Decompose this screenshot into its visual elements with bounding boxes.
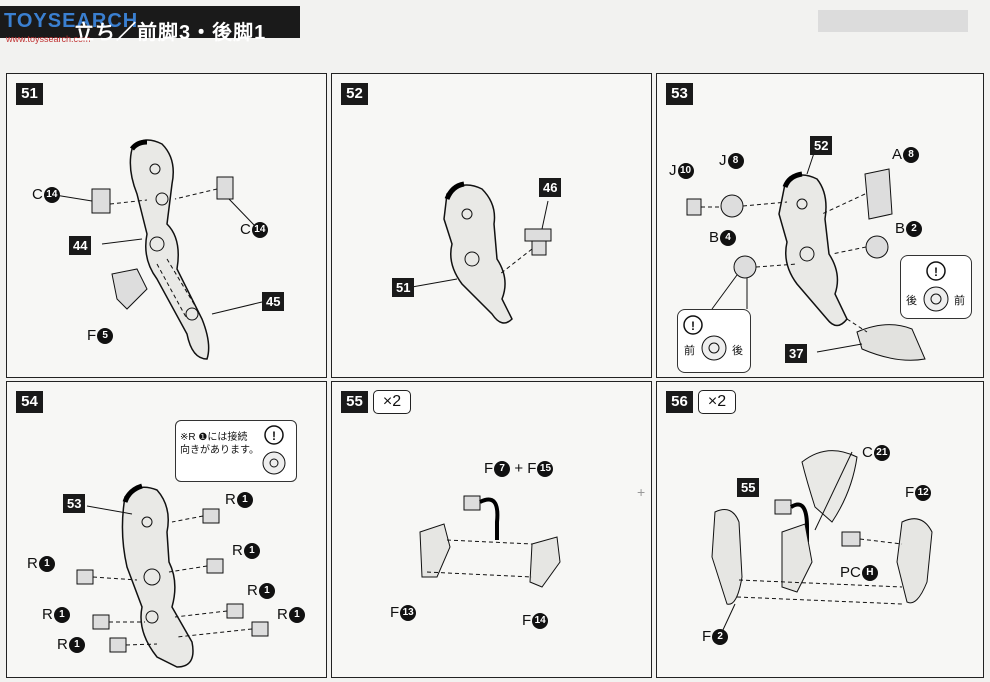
step-ref-52: 52 — [810, 136, 833, 155]
step-number: 54 — [16, 391, 43, 413]
svg-text:!: ! — [934, 265, 938, 279]
part-assembly-drawing — [711, 450, 933, 633]
step-number: 52 — [341, 83, 368, 105]
step-ref-46: 46 — [539, 178, 562, 197]
page-header: TOYSEARCH www.toyssearch.com 立ち／前脚3・後脚1 — [0, 0, 990, 44]
step-ref-45: 45 — [262, 292, 285, 311]
watermark-logo: TOYSEARCH — [4, 10, 139, 32]
leg-assembly-drawing — [686, 149, 926, 361]
quantity-multiplier: ×2 — [373, 390, 411, 414]
label-back: 後 — [732, 345, 743, 357]
orientation-inset-right: ! 後 前 — [900, 255, 972, 319]
page-title: 立ち／前脚3・後脚1 — [74, 22, 267, 44]
header-ghost-block — [818, 10, 968, 32]
step-panel-52: 52 46 51 — [331, 73, 652, 378]
watermark-url: www.toyssearch.com — [6, 34, 91, 44]
svg-text:!: ! — [691, 319, 695, 333]
quantity-multiplier: ×2 — [698, 390, 736, 414]
step-ref-53: 53 — [63, 494, 86, 513]
leg-assembly-drawing — [411, 181, 552, 324]
svg-text:!: ! — [272, 429, 276, 443]
step-ref-44: 44 — [69, 236, 92, 255]
part-assembly-drawing: + — [419, 484, 645, 588]
leg-assembly-drawing — [76, 483, 269, 668]
step-number: 56 — [666, 391, 693, 413]
step-ref-51: 51 — [392, 278, 415, 297]
step-number: 53 — [666, 83, 693, 105]
step-number: 51 — [16, 83, 43, 105]
note-text: ※R ❶には接続 向きがあります。 — [180, 432, 259, 456]
leg-assembly-drawing — [54, 139, 263, 360]
label-front: 前 — [684, 345, 695, 357]
svg-text:+: + — [637, 484, 645, 500]
connection-note: ※R ❶には接続 向きがあります。 ! — [175, 420, 297, 482]
header-bar: TOYSEARCH www.toyssearch.com 立ち／前脚3・後脚1 — [0, 6, 300, 44]
step-ref-37: 37 — [785, 344, 808, 363]
label-back: 後 — [906, 295, 917, 307]
step-number: 55 — [341, 391, 368, 413]
label-front: 前 — [954, 295, 965, 307]
orientation-inset-left: ! 前 後 — [677, 309, 751, 373]
step-ref-55: 55 — [737, 478, 760, 497]
